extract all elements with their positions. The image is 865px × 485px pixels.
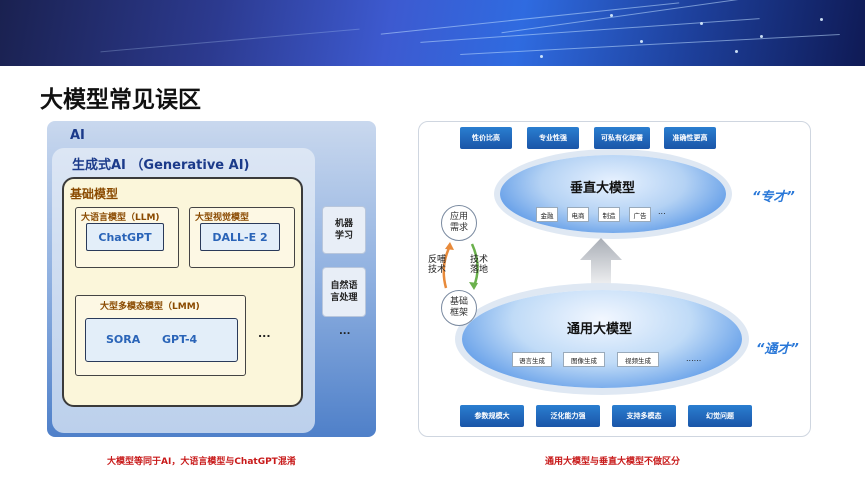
tag-accurate: 准确性更高 xyxy=(664,127,716,149)
tag-generalization: 泛化能力强 xyxy=(536,405,600,427)
more-ellipsis: ... xyxy=(258,327,271,340)
genai-label: 生成式AI （Generative AI) xyxy=(72,158,250,173)
general-model-ellipse xyxy=(462,290,742,388)
vertical-item: 制造 xyxy=(598,207,620,222)
foundation-model-label: 基础模型 xyxy=(70,187,119,201)
sora-label: SORA xyxy=(106,333,141,346)
feedback-tech-label: 反哺 技术 xyxy=(428,255,447,275)
tag-private-deploy: 可私有化部署 xyxy=(594,127,650,149)
lmm-chip xyxy=(85,318,238,362)
general-item: 语言生成 xyxy=(512,352,552,367)
general-item-more: ...... xyxy=(686,354,702,363)
left-caption: 大模型等同于AI，大语言模型与ChatGPT混淆 xyxy=(107,457,296,467)
tag-large-params: 参数规模大 xyxy=(460,405,524,427)
lmm-label: 大型多模态模型（LMM) xyxy=(100,302,200,312)
tag-multimodal: 支持多模态 xyxy=(612,405,676,427)
dalle-chip: DALL-E 2 xyxy=(200,223,280,251)
vertical-item: 广告 xyxy=(629,207,651,222)
vertical-model-title: 垂直大模型 xyxy=(570,181,636,196)
tag-cost-effective: 性价比高 xyxy=(460,127,512,149)
tech-landing-label: 技术 落地 xyxy=(470,255,489,275)
right-caption: 通用大模型与垂直大模型不做区分 xyxy=(545,457,681,467)
gpt4-label: GPT-4 xyxy=(162,333,198,346)
vertical-item-more: ... xyxy=(658,207,666,216)
side-more: ... xyxy=(339,326,351,337)
page-title: 大模型常见误区 xyxy=(40,87,201,113)
header-banner xyxy=(0,0,865,66)
general-model-title: 通用大模型 xyxy=(567,322,633,337)
general-item: 视频生成 xyxy=(617,352,659,367)
tag-hallucination: 幻觉问题 xyxy=(688,405,752,427)
ml-box: 机器 学习 xyxy=(322,206,366,254)
up-arrow-icon xyxy=(580,238,622,296)
general-item: 图像生成 xyxy=(563,352,605,367)
nlp-box: 自然语 言处理 xyxy=(322,267,366,317)
ai-label: AI xyxy=(70,128,85,143)
chatgpt-chip: ChatGPT xyxy=(86,223,164,251)
vertical-item: 金融 xyxy=(536,207,558,222)
tag-professional: 专业性强 xyxy=(527,127,579,149)
vision-model-label: 大型视觉模型 xyxy=(195,213,250,223)
cycle-arrows-icon xyxy=(442,242,479,290)
llm-label: 大语言模型（LLM) xyxy=(81,213,160,223)
application-demand-circle: 应用 需求 xyxy=(441,205,477,241)
generalist-slogan: “通才” xyxy=(756,342,799,357)
base-framework-circle: 基础 框架 xyxy=(441,290,477,326)
vertical-item: 电商 xyxy=(567,207,589,222)
specialist-slogan: “专才” xyxy=(752,190,795,205)
